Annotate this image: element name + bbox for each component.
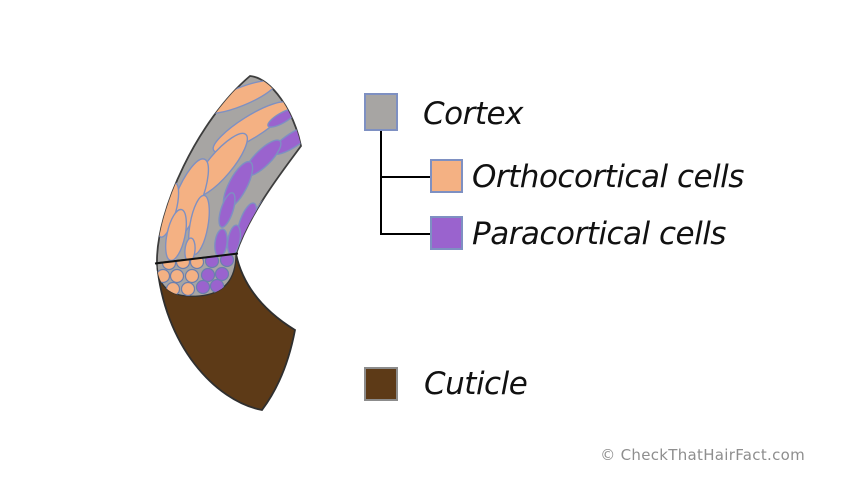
orthocortical-label: Orthocortical cells xyxy=(472,159,744,195)
watermark-text: © CheckThatHairFact.com xyxy=(600,446,805,464)
cross-section-para-cells xyxy=(195,254,235,295)
transition-line xyxy=(154,252,239,265)
tree-vertical-line xyxy=(380,131,382,234)
cuticle-swatch xyxy=(364,367,398,401)
cortex-label: Cortex xyxy=(423,96,523,132)
cortex-swatch xyxy=(364,93,398,131)
tree-branch-paracortical xyxy=(380,232,430,235)
cuticle-label: Cuticle xyxy=(424,366,528,402)
tree-branch-orthocortical xyxy=(380,175,430,178)
orthocortical-swatch xyxy=(430,159,463,193)
paracortical-label: Paracortical cells xyxy=(472,216,726,252)
paracortical-swatch xyxy=(430,216,463,250)
